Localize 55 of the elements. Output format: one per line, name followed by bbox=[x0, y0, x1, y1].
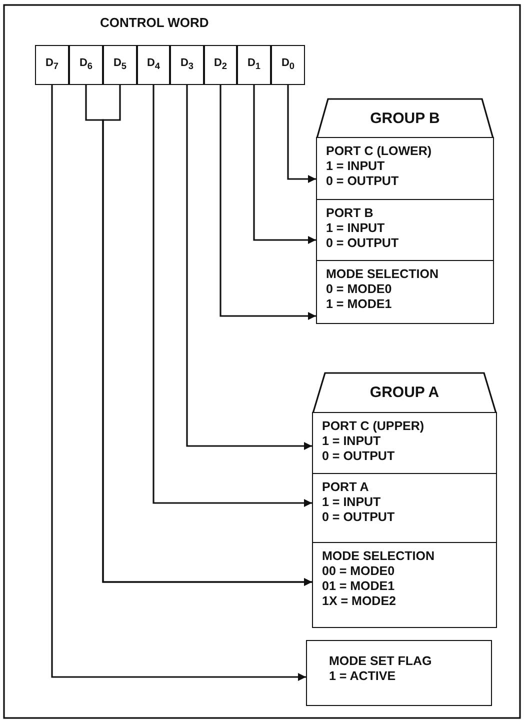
bit-label: D$_{5}$ bbox=[113, 56, 127, 74]
arrow bbox=[253, 85, 316, 244]
bit-label: D$_{4}$ bbox=[146, 56, 160, 74]
arrow bbox=[51, 85, 306, 681]
field-heading: PORT C (UPPER) bbox=[322, 419, 426, 434]
field-value: 1 = MODE1 bbox=[326, 297, 393, 312]
bit-cell bbox=[69, 45, 103, 85]
field-value: 01 = MODE1 bbox=[322, 579, 396, 594]
field-box bbox=[306, 640, 492, 706]
field-value: 0 = OUTPUT bbox=[326, 236, 400, 251]
field-heading: MODE SELECTION bbox=[326, 267, 440, 282]
field-box bbox=[312, 542, 497, 628]
field-value: 0 = MODE0 bbox=[326, 282, 393, 297]
arrow bbox=[220, 85, 316, 320]
arrow bbox=[152, 85, 312, 507]
diagram-title: CONTROL WORD bbox=[100, 15, 209, 30]
bit-cell bbox=[237, 45, 271, 85]
group-header bbox=[316, 98, 494, 138]
field-box bbox=[316, 199, 494, 261]
field-value: 1X = MODE2 bbox=[322, 594, 397, 609]
field-heading: GROUP A bbox=[370, 385, 440, 400]
field-heading: MODE SELECTION bbox=[322, 549, 436, 564]
bit-cell bbox=[271, 45, 305, 85]
bit-label: D$_{1}$ bbox=[247, 56, 261, 74]
field-heading: PORT B bbox=[326, 206, 374, 221]
bit-cell bbox=[103, 45, 137, 85]
field-value: 00 = MODE0 bbox=[322, 564, 396, 579]
bit-label: D$_{0}$ bbox=[281, 56, 295, 74]
field-heading: PORT A bbox=[322, 480, 370, 495]
field-value: 1 = ACTIVE bbox=[329, 669, 397, 684]
field-value: 0 = OUTPUT bbox=[326, 174, 400, 189]
bit-cell bbox=[170, 45, 204, 85]
field-box bbox=[316, 260, 494, 324]
group-header bbox=[312, 372, 497, 413]
field-value: 1 = INPUT bbox=[322, 495, 382, 510]
field-value: 0 = OUTPUT bbox=[322, 510, 396, 525]
field-box bbox=[312, 473, 497, 543]
bit-label: D$_{2}$ bbox=[214, 56, 228, 74]
field-value: 1 = INPUT bbox=[326, 159, 386, 174]
field-heading: MODE SET FLAG bbox=[329, 654, 433, 669]
bit-cell bbox=[137, 45, 170, 85]
bit-cell bbox=[204, 45, 237, 85]
bit-label: D$_{6}$ bbox=[79, 56, 93, 74]
field-heading: GROUP B bbox=[370, 110, 440, 126]
field-value: 0 = OUTPUT bbox=[322, 449, 396, 464]
field-box bbox=[316, 137, 494, 200]
arrow bbox=[186, 85, 312, 450]
field-value: 1 = INPUT bbox=[326, 221, 386, 236]
arrow bbox=[287, 85, 316, 183]
field-box bbox=[312, 412, 497, 474]
field-heading: PORT C (LOWER) bbox=[326, 144, 433, 159]
bit-cell bbox=[35, 45, 69, 85]
bit-label: D$_{7}$ bbox=[45, 56, 59, 74]
bit-label: D$_{3}$ bbox=[180, 56, 194, 74]
field-value: 1 = INPUT bbox=[322, 434, 382, 449]
